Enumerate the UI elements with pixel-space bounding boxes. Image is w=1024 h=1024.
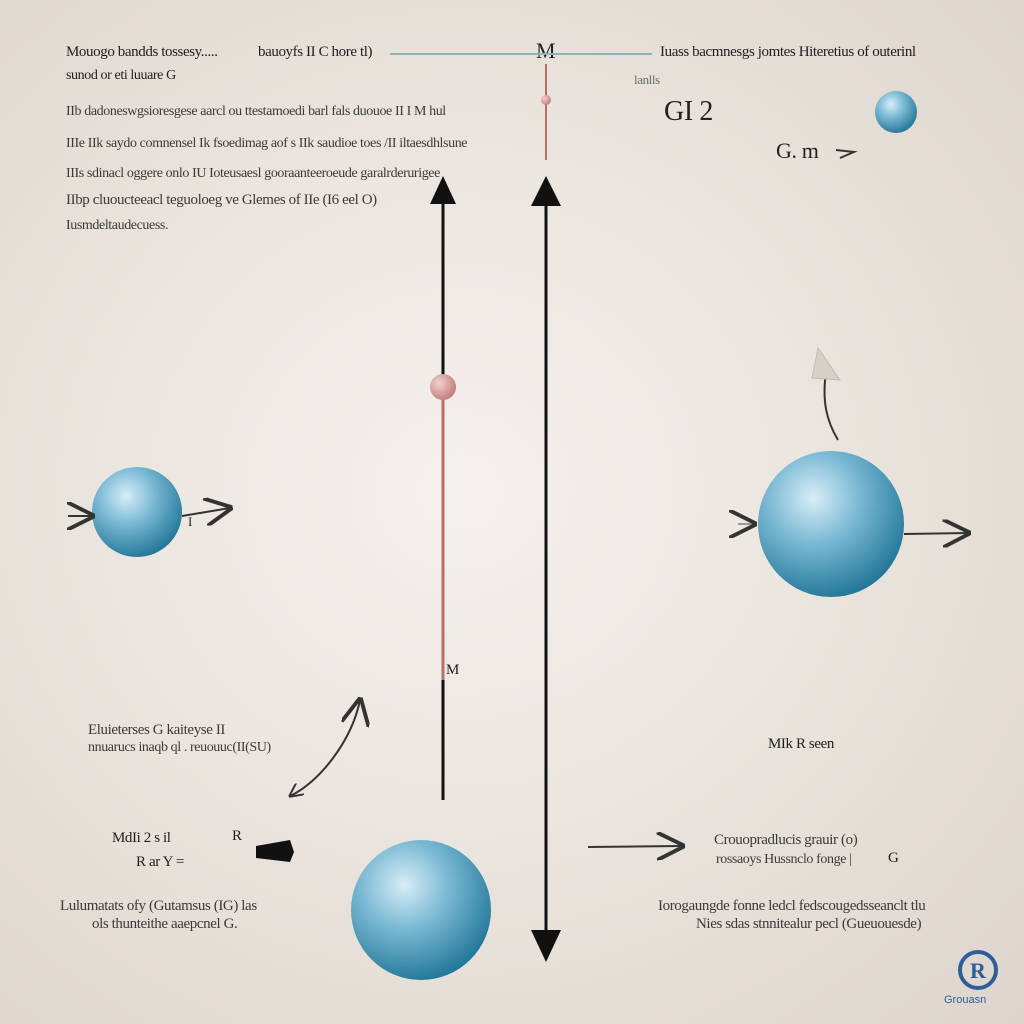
bold-arrow-bottom-left: [256, 840, 294, 862]
right-axis-arrowhead-up: [531, 176, 561, 206]
annotation-bottom-right-1: Crouopradlucis grauir (o): [714, 832, 858, 848]
left-sphere: [92, 467, 182, 557]
left-sphere-arrow-out: [181, 508, 230, 516]
logo-badge: R Grouasn: [944, 948, 1000, 1006]
note-line-5: Iusmdeltaudecuess.: [66, 218, 169, 233]
header-subtext: sunod or eti luuare G: [66, 68, 176, 83]
small-sphere-top-right: [875, 91, 917, 133]
top-right-small-label: lanlls: [634, 72, 660, 87]
logo-caption: Grouasn: [944, 994, 987, 1006]
formula-bottom-left-r: R: [232, 828, 242, 844]
bottom-right-arrow: [587, 846, 682, 847]
annotation-bottom-right-3: Iorogaungde fonne ledcl fedscougedsseanc…: [658, 898, 926, 914]
annotation-bottom-right-2: rossaoys Hussnclo fonge |: [716, 852, 852, 867]
note-line-2: IIIe IIk saydo comnensel Ik fsoedimag ao…: [66, 136, 468, 151]
note-line-4: IIbp cluoucteeacl teguoloeg ve Glemes of…: [66, 192, 377, 208]
small-sphere-label: I: [188, 514, 192, 529]
curved-arrow-lower-left-tail: [290, 700, 360, 796]
curved-arrow-lower-left: [289, 700, 360, 797]
right-sphere-arrow-out: [903, 533, 968, 534]
left-axis-arrowhead: [430, 176, 456, 204]
formula-mid-m: M: [446, 662, 459, 678]
bottom-sphere: [351, 840, 491, 980]
formula-bottom-left-m: MdIi 2 s il: [112, 830, 171, 846]
gm-arrow: [835, 149, 858, 159]
right-sphere: [758, 451, 904, 597]
bead-sphere: [430, 374, 456, 400]
formula-gm: G. m: [776, 138, 819, 163]
header-text-mid: bauoyfs II C hore tl): [258, 44, 373, 60]
top-center-label: M: [536, 38, 556, 63]
logo-icon: R: [958, 950, 998, 990]
header-text-right: Iuass bacmnesgs jomtes Hiteretius of out…: [660, 44, 916, 60]
formula-gi2: GI 2: [664, 96, 713, 127]
annotation-bottom-left-2: ols thunteithe aaepcnel G.: [92, 916, 238, 932]
formula-bottom-left-eq: R ar Y =: [136, 854, 184, 870]
formula-bottom-right-g: G: [888, 850, 899, 866]
note-line-1: IIb dadoneswgsioresgese aarcl ou ttestam…: [66, 104, 446, 119]
annotation-mid-left-2: nnuarucs inaqb ql . reuouuc(II(SU): [88, 740, 271, 755]
annotation-bottom-left-1: Lulumatats ofy (Gutamsus (IG) las: [60, 898, 257, 914]
curved-up-arrow: [823, 371, 839, 441]
top-pendulum-bead: [541, 95, 551, 105]
note-line-3: IIIs sdinacl oggere onlo IU Ioteusaesl g…: [66, 166, 440, 181]
formula-right-mr: MIk R seen: [768, 736, 834, 752]
annotation-mid-left-1: Eluieterses G kaiteyse II: [88, 722, 226, 738]
curved-up-arrowhead: [811, 346, 842, 381]
annotation-bottom-right-4: Nies sdas stnnitealur pecl (Gueuouesde): [696, 916, 922, 932]
right-axis-arrowhead-down: [531, 930, 561, 962]
header-text-left: Mouogo bandds tossesy.....: [66, 44, 218, 60]
logo-letter: R: [970, 958, 987, 983]
